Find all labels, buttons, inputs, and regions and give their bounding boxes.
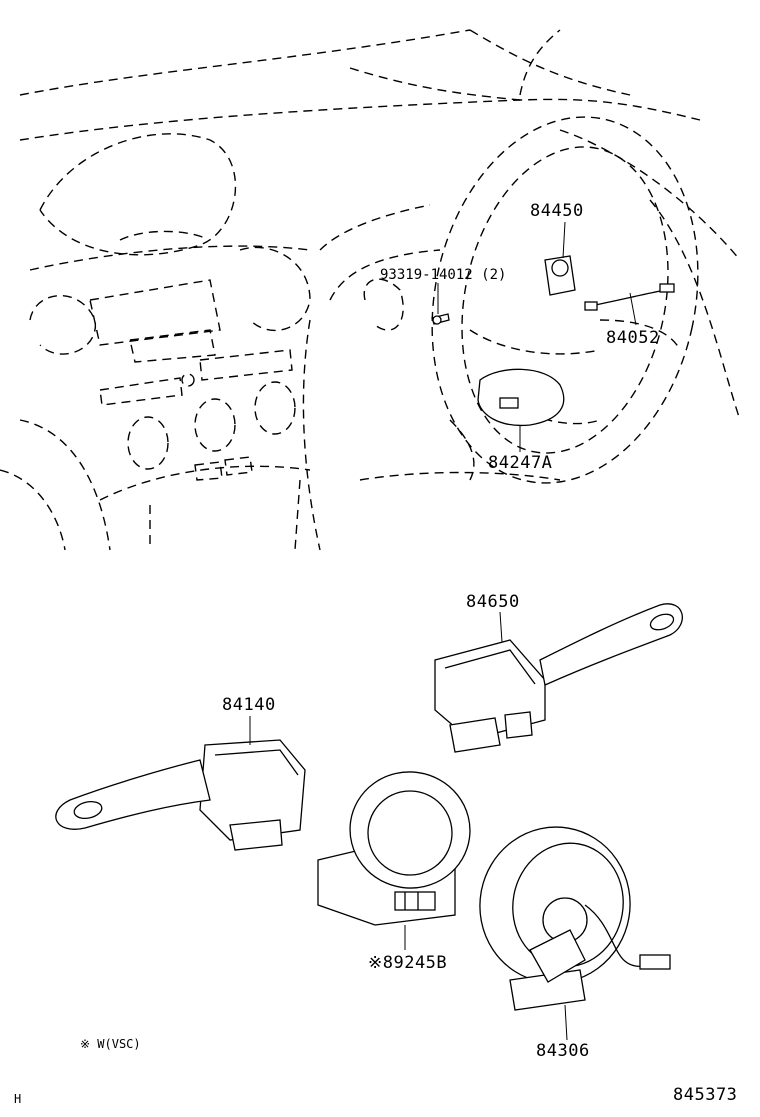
part-label-84052: 84052 (606, 328, 660, 348)
part-84052-harness (584, 283, 675, 311)
corner-mark: H (14, 1092, 22, 1106)
part-84306-spiral-cable (479, 826, 671, 1011)
leader-lines (249, 221, 637, 1041)
dashboard-outline (0, 29, 741, 551)
steering-wheel-outline (363, 116, 699, 484)
part-label-84140: 84140 (222, 695, 276, 715)
part-label-89245b: ※89245B (368, 953, 448, 973)
climate-knobs (127, 373, 296, 470)
part-89245b-sensor (317, 771, 471, 926)
part-label-84450: 84450 (530, 201, 584, 221)
part-label-84650: 84650 (466, 592, 520, 612)
part-screw-93319 (431, 313, 450, 325)
part-label-93319: 93319-14012 (2) (380, 267, 507, 283)
footnote-vsc: ※ W(VSC) (80, 1037, 141, 1051)
part-84140-switch (55, 739, 306, 851)
part-84450-sensor (544, 255, 576, 296)
part-label-84247a: 84247A (488, 453, 553, 473)
part-84247a-switch (477, 368, 565, 427)
part-84650-switch (434, 603, 683, 753)
part-label-84306: 84306 (536, 1041, 590, 1061)
figure-number: 845373 (673, 1085, 738, 1105)
